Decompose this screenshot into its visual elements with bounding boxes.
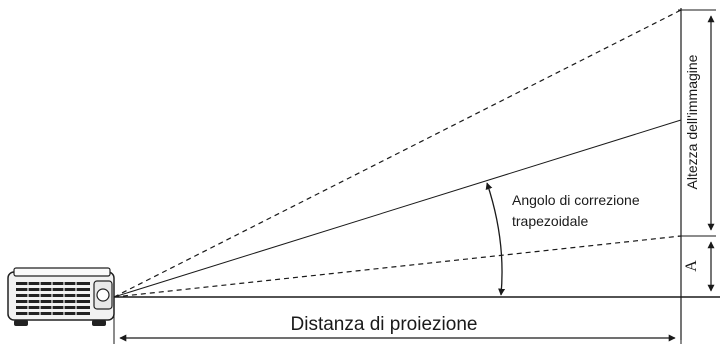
- center-line: [113, 119, 682, 298]
- projection-distance-label: Distanza di proiezione: [291, 314, 478, 335]
- keystone-angle-arc: [485, 182, 506, 296]
- projection-lines: [113, 9, 682, 298]
- projection-distance-dimension: [113, 297, 682, 344]
- keystone-angle-label-line2: trapezoidale: [512, 213, 588, 229]
- bottom-edge-dashed-line: [113, 235, 682, 298]
- image-height-label: Altezza dell'immagine: [684, 54, 700, 189]
- image-height-dimension: [678, 9, 716, 237]
- offset-a-label: A: [683, 260, 700, 272]
- top-edge-dashed-line: [113, 9, 682, 298]
- projector-icon: [7, 267, 115, 326]
- keystone-angle-label-line1: Angolo di correzione: [512, 192, 640, 208]
